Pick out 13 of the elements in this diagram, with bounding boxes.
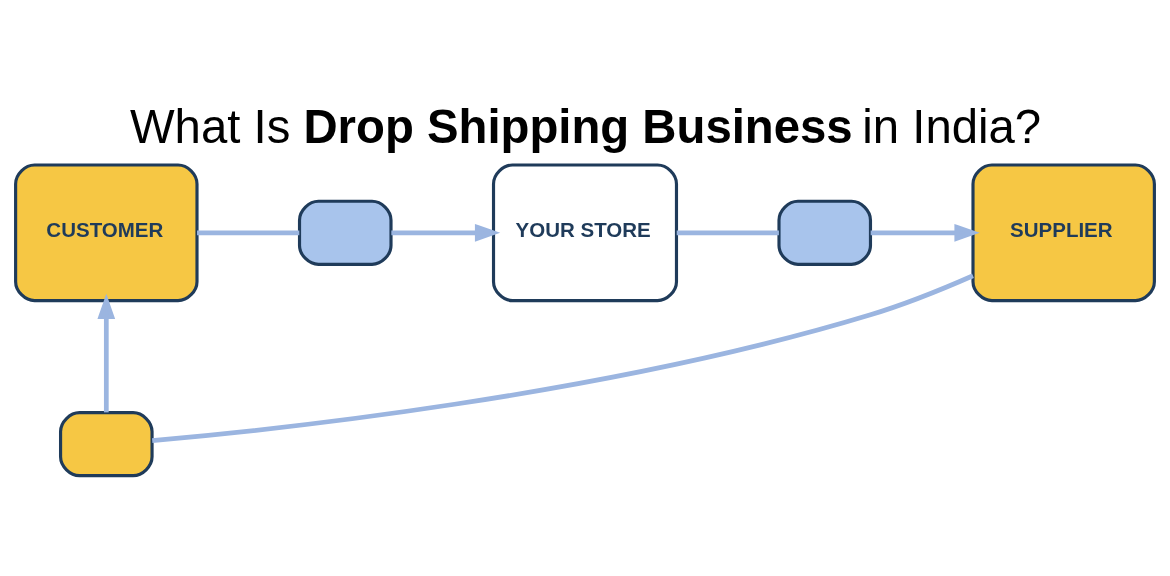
arrow	[391, 223, 501, 242]
node-box: CUSTOMER	[14, 163, 199, 303]
node-box	[777, 199, 873, 266]
arrow	[870, 223, 980, 242]
node-box	[297, 199, 393, 266]
node-box: SUPPLIER	[971, 163, 1156, 303]
connector	[197, 230, 300, 236]
node-box: YOUR STORE	[491, 163, 679, 303]
connector	[152, 273, 974, 443]
arrow	[97, 293, 116, 413]
diagram-title: What Is Drop Shipping Business in India?	[129, 99, 1042, 153]
node-box	[59, 411, 154, 478]
connector	[676, 230, 779, 236]
